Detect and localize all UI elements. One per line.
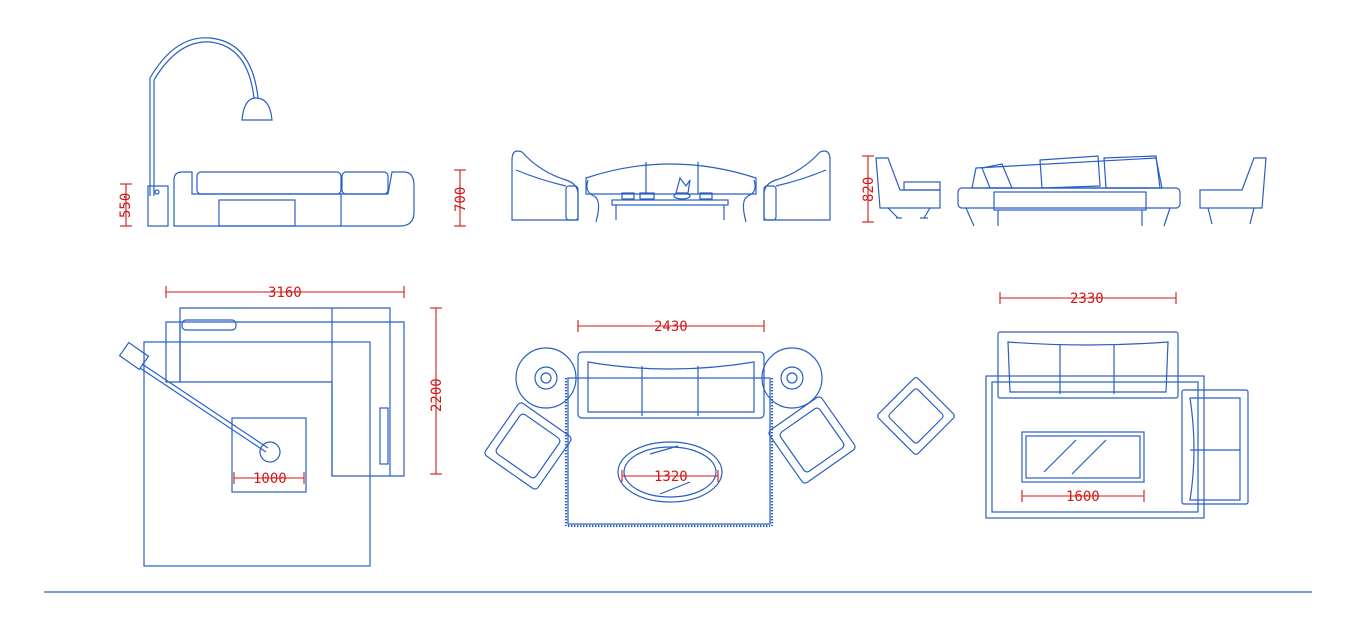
dimension-label-550: 550: [118, 193, 134, 218]
dimension-label-1600: 1600: [1066, 489, 1100, 505]
dimension-3160: 3160: [165, 285, 405, 301]
dimension-820: 820: [861, 155, 877, 223]
dimension-550: 550: [118, 183, 134, 227]
dimension-label-2430: 2430: [654, 319, 688, 335]
dimension-label-1000: 1000: [253, 471, 287, 487]
sofa-modern-elevation: [957, 155, 1181, 227]
fringed-rug: [567, 377, 771, 525]
arc-lamp-plan: [118, 341, 281, 463]
sofa-elevation-front: [173, 171, 415, 227]
dimension-label-1320: 1320: [654, 469, 688, 485]
dimension-2430: 2430: [577, 319, 765, 335]
plan-modern-sofa-set: 2330 1600: [985, 291, 1249, 519]
dimension-label-3160: 3160: [268, 285, 302, 301]
rug-modern-outer: [985, 375, 1205, 519]
coffee-table-glass: [1021, 431, 1145, 483]
arc-floor-lamp: [147, 37, 273, 227]
dimension-label-700: 700: [453, 187, 469, 212]
elevation-arc-lamp-sofa: 550 700: [118, 37, 469, 227]
dimension-2200: 2200: [429, 307, 445, 475]
dimension-1000: 1000: [233, 471, 305, 487]
dimension-1600: 1600: [1021, 489, 1145, 505]
sofa-classic-elevation: [585, 162, 757, 223]
armchair-left-elevation: [511, 150, 579, 221]
dimension-label-2330: 2330: [1070, 291, 1104, 307]
dimension-label-2200: 2200: [429, 378, 445, 412]
armchair-right-modern: [1199, 157, 1267, 225]
armchair-right-elevation: [763, 150, 831, 221]
coffee-table-oval: [617, 441, 723, 503]
plan-classic-sofa-set: 2430 1320: [484, 319, 856, 528]
armchair-plan-standalone: [877, 377, 955, 455]
dimension-label-820: 820: [861, 177, 877, 202]
elevation-classic-sofa-set: [511, 150, 831, 223]
dimension-2330: 2330: [999, 291, 1177, 307]
plan-l-sofa: 3160 2200 1000: [118, 285, 445, 567]
dimension-1320: 1320: [621, 469, 719, 485]
armchair-left-modern: [875, 157, 941, 219]
dimension-700: 700: [453, 169, 469, 227]
rug-outline: [143, 341, 371, 567]
elevation-modern-sofa-set: 820: [861, 155, 1267, 227]
